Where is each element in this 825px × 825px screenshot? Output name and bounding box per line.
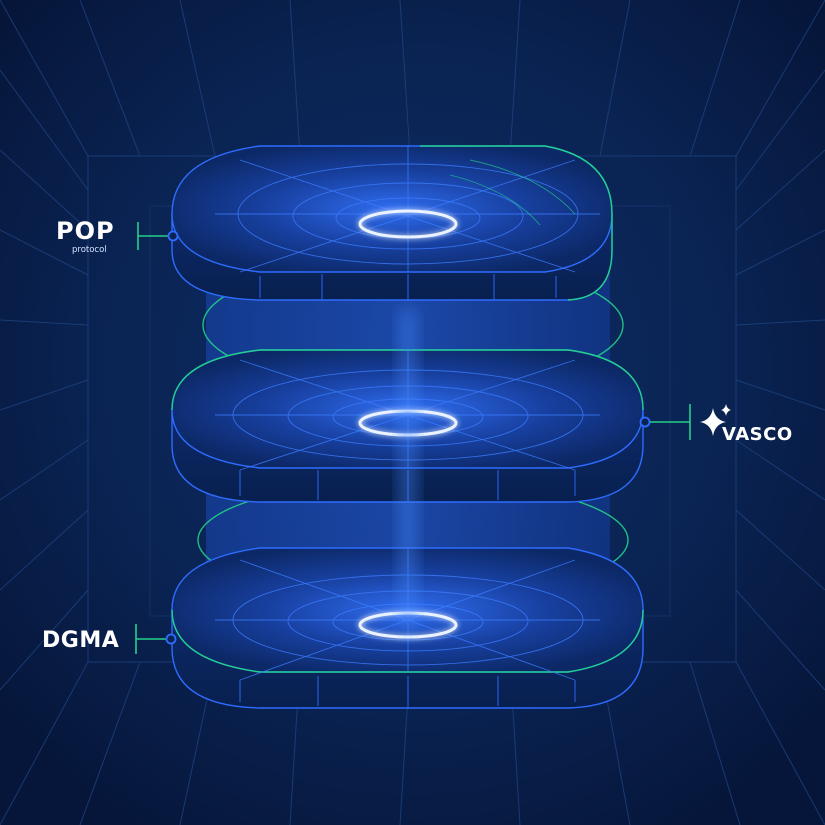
vasco-logo: VASCO [700, 404, 793, 445]
small-sparkle-icon [721, 404, 731, 416]
pop-logo: POP protocol [56, 217, 115, 255]
layer-disc-top [171, 145, 613, 301]
pop-brand-name: POP [56, 217, 115, 245]
connector-dgma [135, 624, 177, 654]
pop-brand-subtitle: protocol [72, 245, 107, 255]
energy-beam [400, 310, 416, 630]
vasco-brand-name: VASCO [722, 424, 793, 445]
dgma-logo: DGMA [42, 628, 119, 653]
connector-vasco [639, 404, 691, 440]
sparkle-icon [700, 408, 726, 436]
connector-pop [137, 222, 179, 250]
dgma-brand-name: DGMA [42, 628, 119, 653]
portal-ring-top [358, 209, 458, 239]
